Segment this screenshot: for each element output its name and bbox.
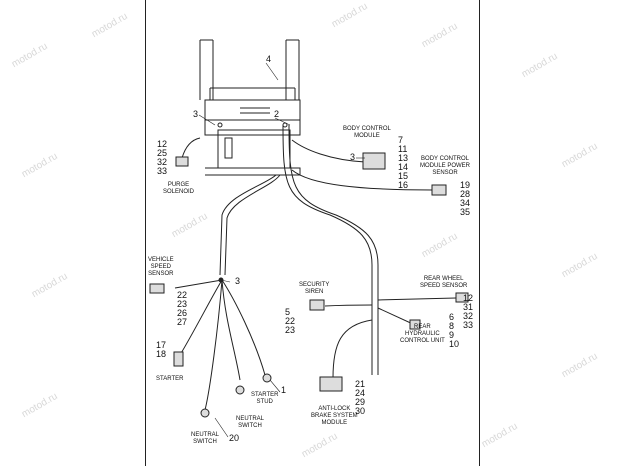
siren-callouts: 5 22 23 [285,307,296,335]
starter-label: STARTER [156,376,184,382]
bcm-callouts: 7 11 13 14 15 16 [398,135,409,190]
bcm-power-connector [431,184,447,196]
starter-connector [173,351,184,367]
vss-connector [149,283,165,294]
callout-1: 1 [281,385,287,395]
vss-callouts: 22 23 26 27 [177,290,188,327]
purge-callouts: 12 25 32 33 [157,139,168,176]
siren-connector [309,299,325,311]
connectors [149,152,469,418]
bcm-label: BODY CONTROL MODULE [343,126,391,139]
leader-lines [198,62,365,438]
neutral-switch-label-2: NEUTRAL SWITCH [191,432,220,445]
frame-bracket [199,39,301,176]
hcu-connector [409,319,421,330]
security-siren-label: SECURITY SIREN [299,282,330,295]
abs-module-label: ANTI-LOCK BRAKE SYSTEM MODULE [311,406,358,426]
main-harness [174,124,457,411]
callout-4: 4 [266,54,272,64]
neutral-switch-terminal-2 [200,408,210,418]
callout-20: 20 [229,433,240,443]
neutral-switch-terminal [235,385,245,395]
bcm-connector [362,152,386,170]
callout-3-bcm: 3 [350,152,356,162]
starter-stud-terminal [262,373,272,383]
starter-stud-label: STARTER STUD [251,392,279,405]
rear-hcu-label: REAR HYDRAULIC CONTROL UNIT [400,324,445,344]
rear-wheel-callouts: 12 31 32 33 [463,293,474,330]
rear-wheel-speed-sensor-label: REAR WHEEL SPEED SENSOR [420,276,468,289]
abs-connector [319,376,343,392]
diagram-frame [145,0,480,466]
neutral-switch-label: NEUTRAL SWITCH [236,416,265,429]
purge-solenoid-connector [175,156,189,167]
purge-solenoid-label: PURGE SOLENOID [163,182,195,195]
starter-callouts: 17 18 [156,340,167,359]
bcm-power-callouts: 19 28 34 35 [460,180,471,217]
callout-2: 2 [274,109,280,119]
abs-callouts: 21 24 29 30 [355,379,366,416]
hcu-callouts: 6 8 9 10 [449,312,460,349]
rear-wheel-connector [455,292,469,303]
bcm-power-label: BODY CONTROL MODULE POWER SENSOR [420,156,471,176]
callout-3-branch: 3 [235,276,241,286]
callout-3-top-left: 3 [193,109,199,119]
vehicle-speed-sensor-label: VEHICLE SPEED SENSOR [148,257,174,277]
